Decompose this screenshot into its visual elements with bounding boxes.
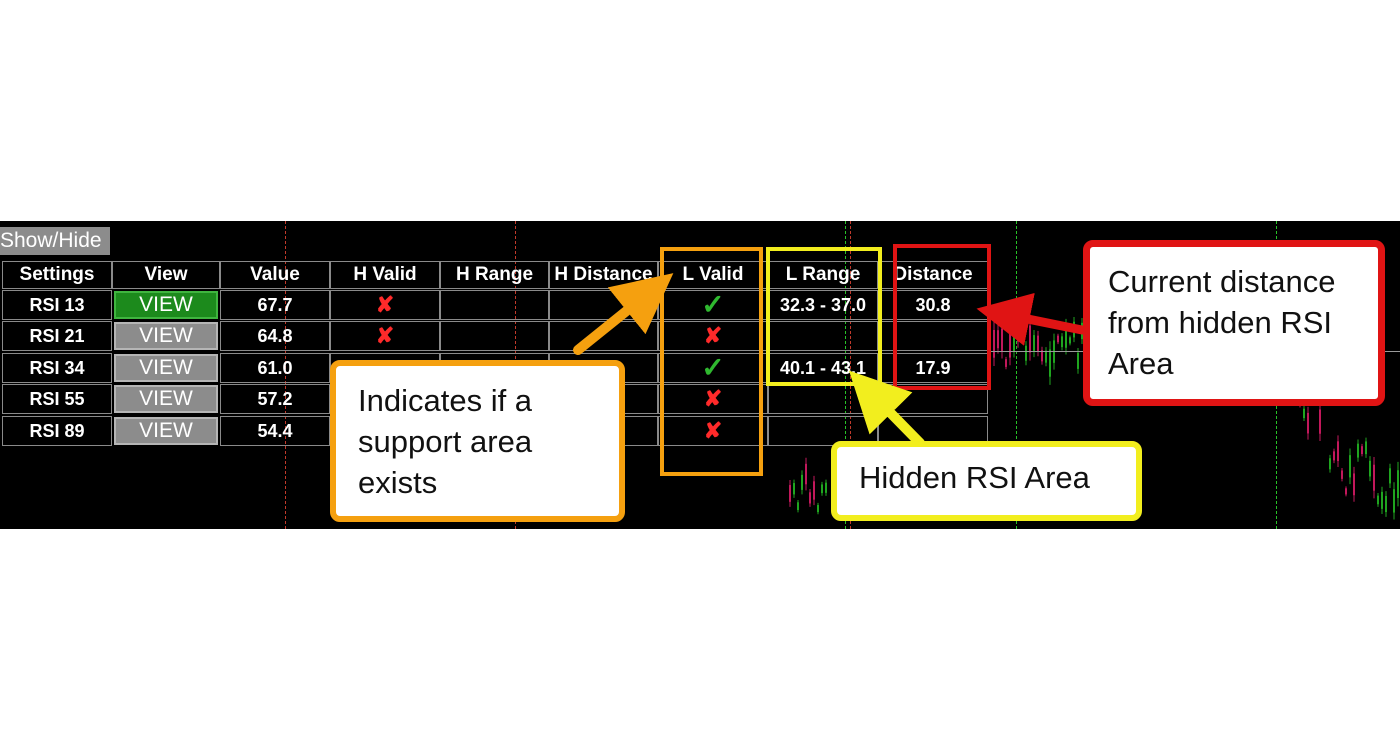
cell-settings: RSI 89 [2,416,112,446]
check-mark-icon: ✓ [701,353,725,383]
distance-callout: Current distance from hidden RSI Area [1083,240,1385,406]
check-mark-icon: ✓ [701,290,725,320]
cell-value: 54.4 [220,416,330,446]
x-mark-icon: ✘ [703,386,723,411]
support-arrow [573,273,674,355]
view-button[interactable]: VIEW [114,385,218,413]
cell-l-valid: ✘ [658,416,768,446]
x-mark-icon: ✘ [703,323,723,348]
cell-h-valid: ✘ [330,290,440,320]
period-separator [845,221,846,529]
show-hide-button[interactable]: Show/Hide [0,227,110,255]
cell-settings: RSI 34 [2,353,112,383]
l-valid-highlight [660,247,763,476]
session-divider [285,221,286,529]
cell-h-distance [549,321,658,351]
hidden-rsi-callout: Hidden RSI Area [831,441,1142,521]
support-callout: Indicates if a support area exists [330,360,625,522]
distance-arrow [976,292,1087,346]
cell-h-range [440,290,549,320]
view-button[interactable]: VIEW [114,354,218,382]
x-mark-icon: ✘ [703,418,723,443]
header-h-range: H Range [440,261,549,289]
cell-l-valid: ✘ [658,384,768,414]
l-range-highlight [766,247,882,386]
period-separator [1016,221,1017,529]
cell-value: 57.2 [220,384,330,414]
cell-settings: RSI 21 [2,321,112,351]
header-settings: Settings [2,261,112,289]
cell-settings: RSI 13 [2,290,112,320]
cell-h-valid: ✘ [330,321,440,351]
cell-settings: RSI 55 [2,384,112,414]
cell-value: 64.8 [220,321,330,351]
x-mark-icon: ✘ [375,292,395,317]
header-h-valid: H Valid [330,261,440,289]
cell-value: 67.7 [220,290,330,320]
hidden-rsi-arrow [848,370,925,448]
x-mark-icon: ✘ [375,323,395,348]
cell-h-range [440,321,549,351]
view-button[interactable]: VIEW [114,417,218,445]
cell-value: 61.0 [220,353,330,383]
view-button[interactable]: VIEW [114,322,218,350]
header-view: View [112,261,220,289]
view-button[interactable]: VIEW [114,291,218,319]
header-value: Value [220,261,330,289]
